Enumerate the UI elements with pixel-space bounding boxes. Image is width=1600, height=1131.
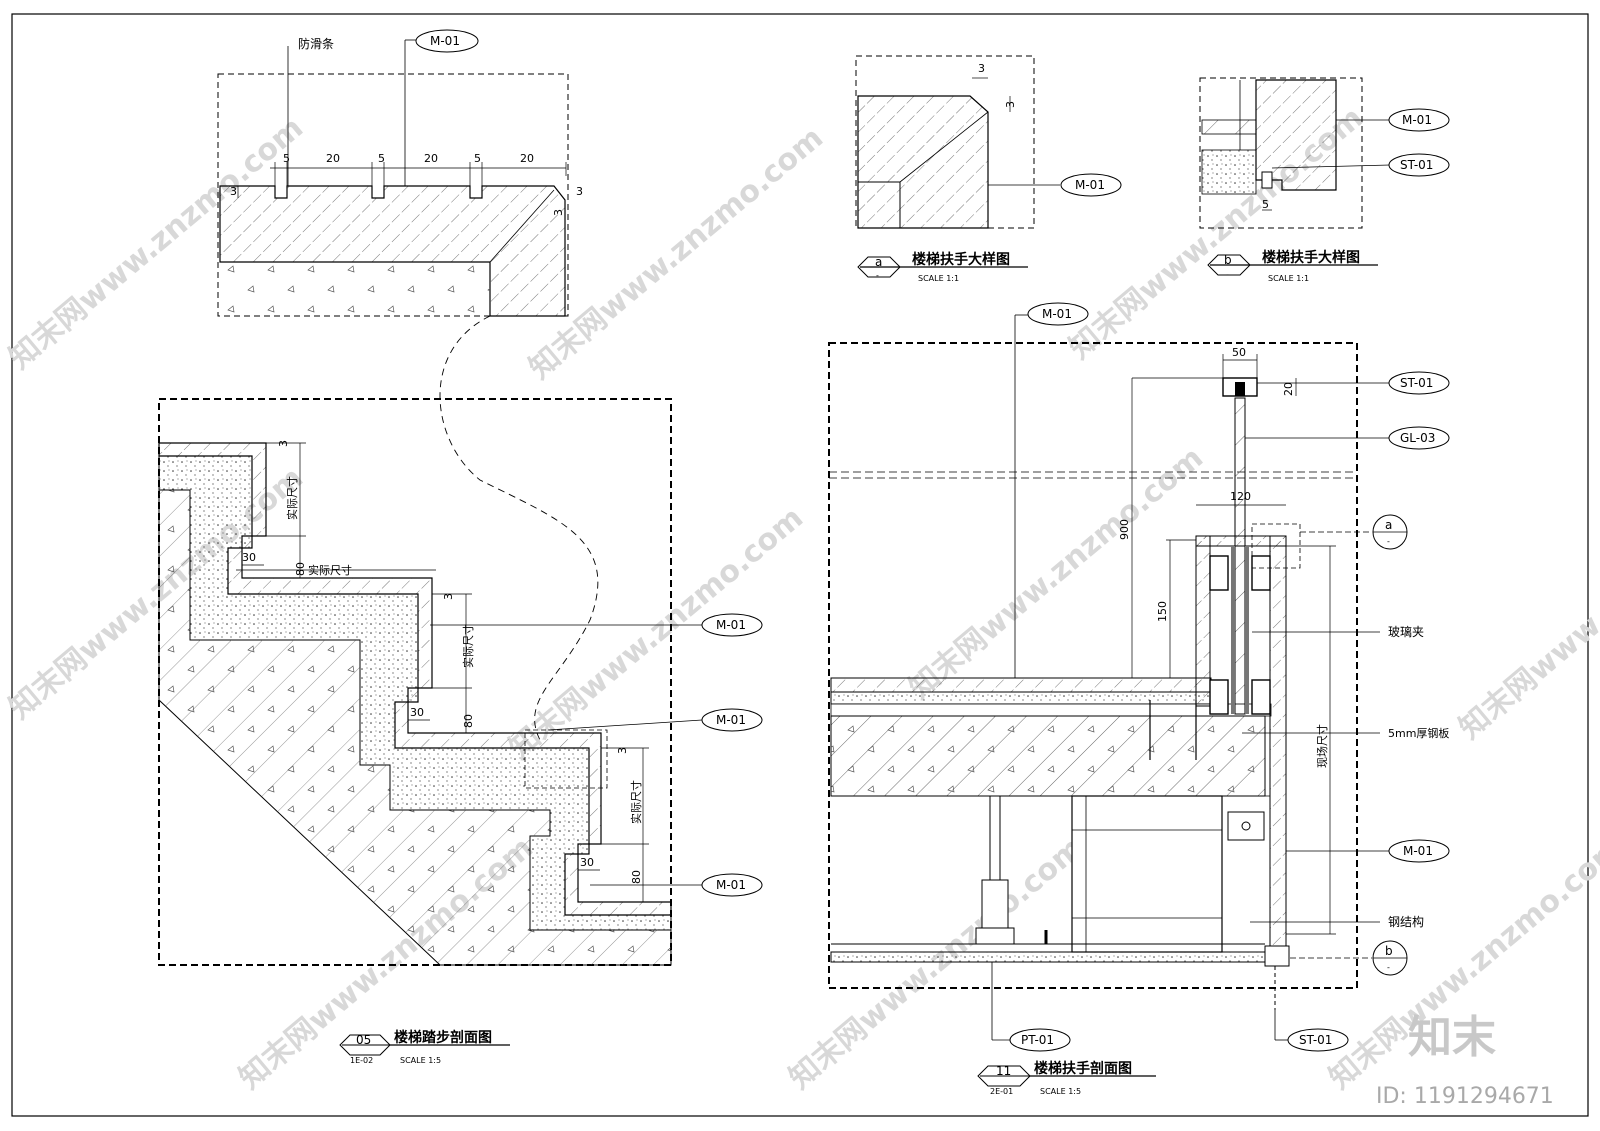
callout-glass-clip: 玻璃夹	[1388, 625, 1424, 639]
watermark-id: ID: 1191294671	[1376, 1084, 1554, 1109]
dim-label: 50	[1232, 346, 1246, 359]
section-ref-sub: -	[1387, 537, 1390, 546]
material-tag-label: M-01	[716, 878, 746, 892]
detail-title: 楼梯扶手剖面图	[1034, 1060, 1132, 1077]
dim-label: 30	[242, 551, 256, 564]
section-ref-letter: b	[1385, 944, 1393, 958]
detail-letter: b	[1224, 253, 1232, 267]
detail-number: 05	[356, 1033, 371, 1047]
dim-label: 现场尺寸	[1315, 724, 1329, 768]
material-tag-m01	[1027, 302, 1089, 326]
dim-label: 3	[616, 747, 629, 754]
dim-label: 20	[326, 152, 340, 165]
dim-label: 80	[294, 562, 307, 576]
dim-label: 20	[424, 152, 438, 165]
watermark-text: 知末网www.znzmo.com	[1453, 480, 1600, 746]
dim-label: 实际尺寸	[629, 780, 643, 824]
detail-sub: -	[1226, 270, 1229, 279]
dim-label: 实际尺寸	[308, 563, 352, 577]
detail-05-enlargement: 5 20 5 20 5 20 3 3 3 防滑条 M-01	[217, 29, 583, 317]
detail-letter: a	[875, 255, 882, 269]
detail-scale: SCALE 1:5	[1040, 1087, 1081, 1096]
dim-label: 900	[1118, 519, 1131, 540]
sheet-number: 1E-02	[350, 1056, 373, 1065]
dim-label: 5	[378, 152, 385, 165]
callout-steel-plate: 5mm厚钢板	[1388, 726, 1449, 740]
material-tag-label: M-01	[1075, 178, 1105, 192]
sheet-border	[11, 13, 1589, 1117]
material-tag-label: ST-01	[1299, 1033, 1332, 1047]
dim-label: 3	[442, 593, 455, 600]
dim-label: 5	[283, 152, 290, 165]
watermark-logo: 知末	[1408, 1012, 1496, 1063]
watermark-text: 知末网www.znzmo.com	[503, 500, 810, 766]
detail-b: 5 M-01 ST-01 b - 楼梯扶手大样图 SCALE 1:1	[1199, 77, 1450, 283]
material-tag-label: PT-01	[1021, 1033, 1054, 1047]
callout-antislip: 防滑条	[298, 36, 334, 51]
dim-label: 3	[576, 185, 583, 198]
watermark-text: 知末网www.znzmo.com	[523, 120, 830, 386]
material-tag-m01	[701, 613, 763, 637]
material-tag-m01	[1060, 173, 1122, 197]
dim-label: 3	[230, 185, 237, 198]
dim-label: 3	[277, 440, 290, 447]
dim-label: 5	[474, 152, 481, 165]
material-tag-st01	[1388, 371, 1450, 395]
section-ref-letter: a	[1385, 518, 1392, 532]
detail-title: 楼梯踏步剖面图	[394, 1029, 492, 1046]
detail-a: 3 3 M-01 a - 楼梯扶手大样图 SCALE 1:1	[855, 55, 1122, 283]
sheet-number: 2E-01	[990, 1087, 1013, 1096]
material-tag-label: ST-01	[1400, 158, 1433, 172]
material-tag-m01	[1388, 108, 1450, 132]
detail-link-curve	[439, 315, 599, 741]
dim-label: 30	[580, 856, 594, 869]
material-tag-gl03	[1388, 426, 1450, 450]
detail-title: 楼梯扶手大样图	[912, 251, 1010, 268]
dim-label: 20	[1282, 382, 1295, 396]
material-tag-label: M-01	[430, 34, 460, 48]
dim-label: 5	[1262, 198, 1269, 211]
dim-label: 120	[1230, 490, 1251, 503]
material-tag-m01	[1388, 839, 1450, 863]
material-tag-pt01	[1009, 1028, 1071, 1052]
material-tag-label: M-01	[716, 713, 746, 727]
detail-scale: SCALE 1:1	[1268, 274, 1309, 283]
dim-label: 3	[1004, 101, 1017, 108]
detail-sub: -	[876, 271, 879, 280]
dim-label: 实际尺寸	[461, 624, 475, 668]
material-tag-label: M-01	[1402, 113, 1432, 127]
material-tag-label: M-01	[1042, 307, 1072, 321]
detail-11-title: 11 2E-01 楼梯扶手剖面图 SCALE 1:5	[977, 1060, 1156, 1096]
dim-label: 80	[630, 870, 643, 884]
material-tag-label: M-01	[1403, 844, 1433, 858]
detail-scale: SCALE 1:1	[918, 274, 959, 283]
watermark-text: 知末网www.znzmo.com	[903, 440, 1210, 706]
material-tag-st01	[1287, 1028, 1349, 1052]
material-tag-m01	[701, 873, 763, 897]
material-tag-st01	[1388, 153, 1450, 177]
detail-scale: SCALE 1:5	[400, 1056, 441, 1065]
dim-label: 150	[1156, 601, 1169, 622]
detail-title: 楼梯扶手大样图	[1262, 249, 1360, 266]
dim-label: 80	[462, 714, 475, 728]
material-tag-m01	[415, 29, 479, 53]
section-ref-sub: -	[1387, 963, 1390, 972]
dim-label: 3	[552, 209, 565, 216]
material-tag-label: ST-01	[1400, 376, 1433, 390]
detail-05-stair-section: 3 实际尺寸 30 80 实际尺寸 3 实际尺寸 30 80 3 实际尺寸 30…	[158, 398, 763, 966]
material-tag-label: GL-03	[1400, 431, 1435, 445]
material-tag-label: M-01	[716, 618, 746, 632]
callout-steel-structure: 钢结构	[1388, 914, 1424, 929]
dim-label: 3	[978, 62, 985, 75]
dim-label: 实际尺寸	[285, 476, 299, 520]
dim-label: 30	[410, 706, 424, 719]
dim-label: 20	[520, 152, 534, 165]
material-tag-m01	[701, 708, 763, 732]
detail-number: 11	[996, 1064, 1011, 1078]
detail-05-title: 05 1E-02 楼梯踏步剖面图 SCALE 1:5	[339, 1029, 510, 1065]
detail-11-railing-section: 50 20 900 120 150 现场尺寸 a - b - M-01 ST-0…	[828, 302, 1450, 1052]
